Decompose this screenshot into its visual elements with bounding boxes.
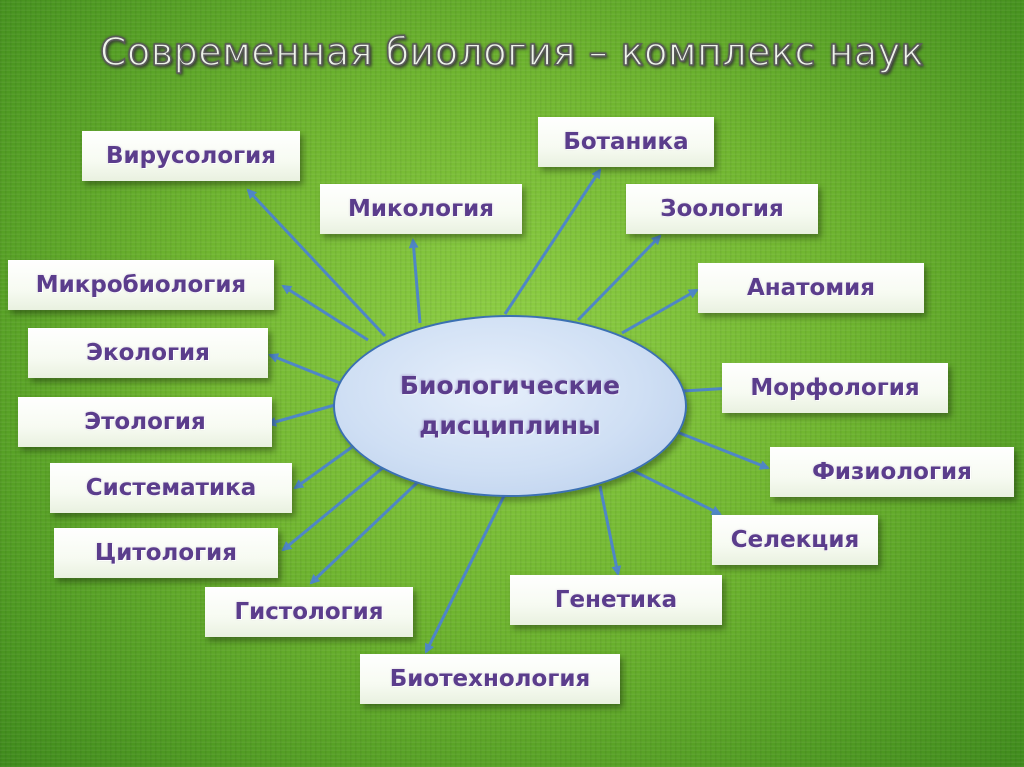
box-biotechnology: Биотехнология [360,654,620,704]
box-genetics: Генетика [510,575,722,625]
box-ecology: Экология [28,328,268,378]
arrow-virusology [246,188,387,338]
arrow-systematics [293,445,353,490]
box-microbiology: Микробиология [8,260,274,310]
box-morphology: Морфология [722,363,948,413]
box-physiology: Физиология [770,447,1014,497]
box-selection: Селекция [712,515,878,565]
box-mycology: Микология [320,184,522,234]
box-histology: Гистология [205,587,413,637]
arrow-botany [503,168,602,315]
arrow-cytology [281,464,386,552]
box-cytology: Цитология [54,528,278,578]
box-botany: Ботаника [538,117,714,167]
box-anatomy: Анатомия [698,263,924,313]
box-ethology: Этология [18,397,272,447]
box-zoology: Зоология [626,184,818,234]
arrow-zoology [576,234,662,322]
arrow-genetics [598,485,622,576]
arrow-physiology [676,430,770,470]
arrow-ethology [266,403,336,427]
arrow-biotechnology [424,493,507,654]
arrow-selection [631,468,722,516]
box-systematics: Систематика [50,463,292,513]
arrow-ecology [268,353,341,385]
arrow-anatomy [621,288,699,335]
box-virusology: Вирусология [82,131,300,181]
arrow-mycology [408,238,422,324]
arrow-microbiology [281,284,369,342]
arrow-histology [309,478,422,585]
slide-title: Современная биология – комплекс наук [99,29,925,75]
center-ellipse: Биологические дисциплины [333,315,687,497]
center-label: Биологические дисциплины [399,371,621,440]
